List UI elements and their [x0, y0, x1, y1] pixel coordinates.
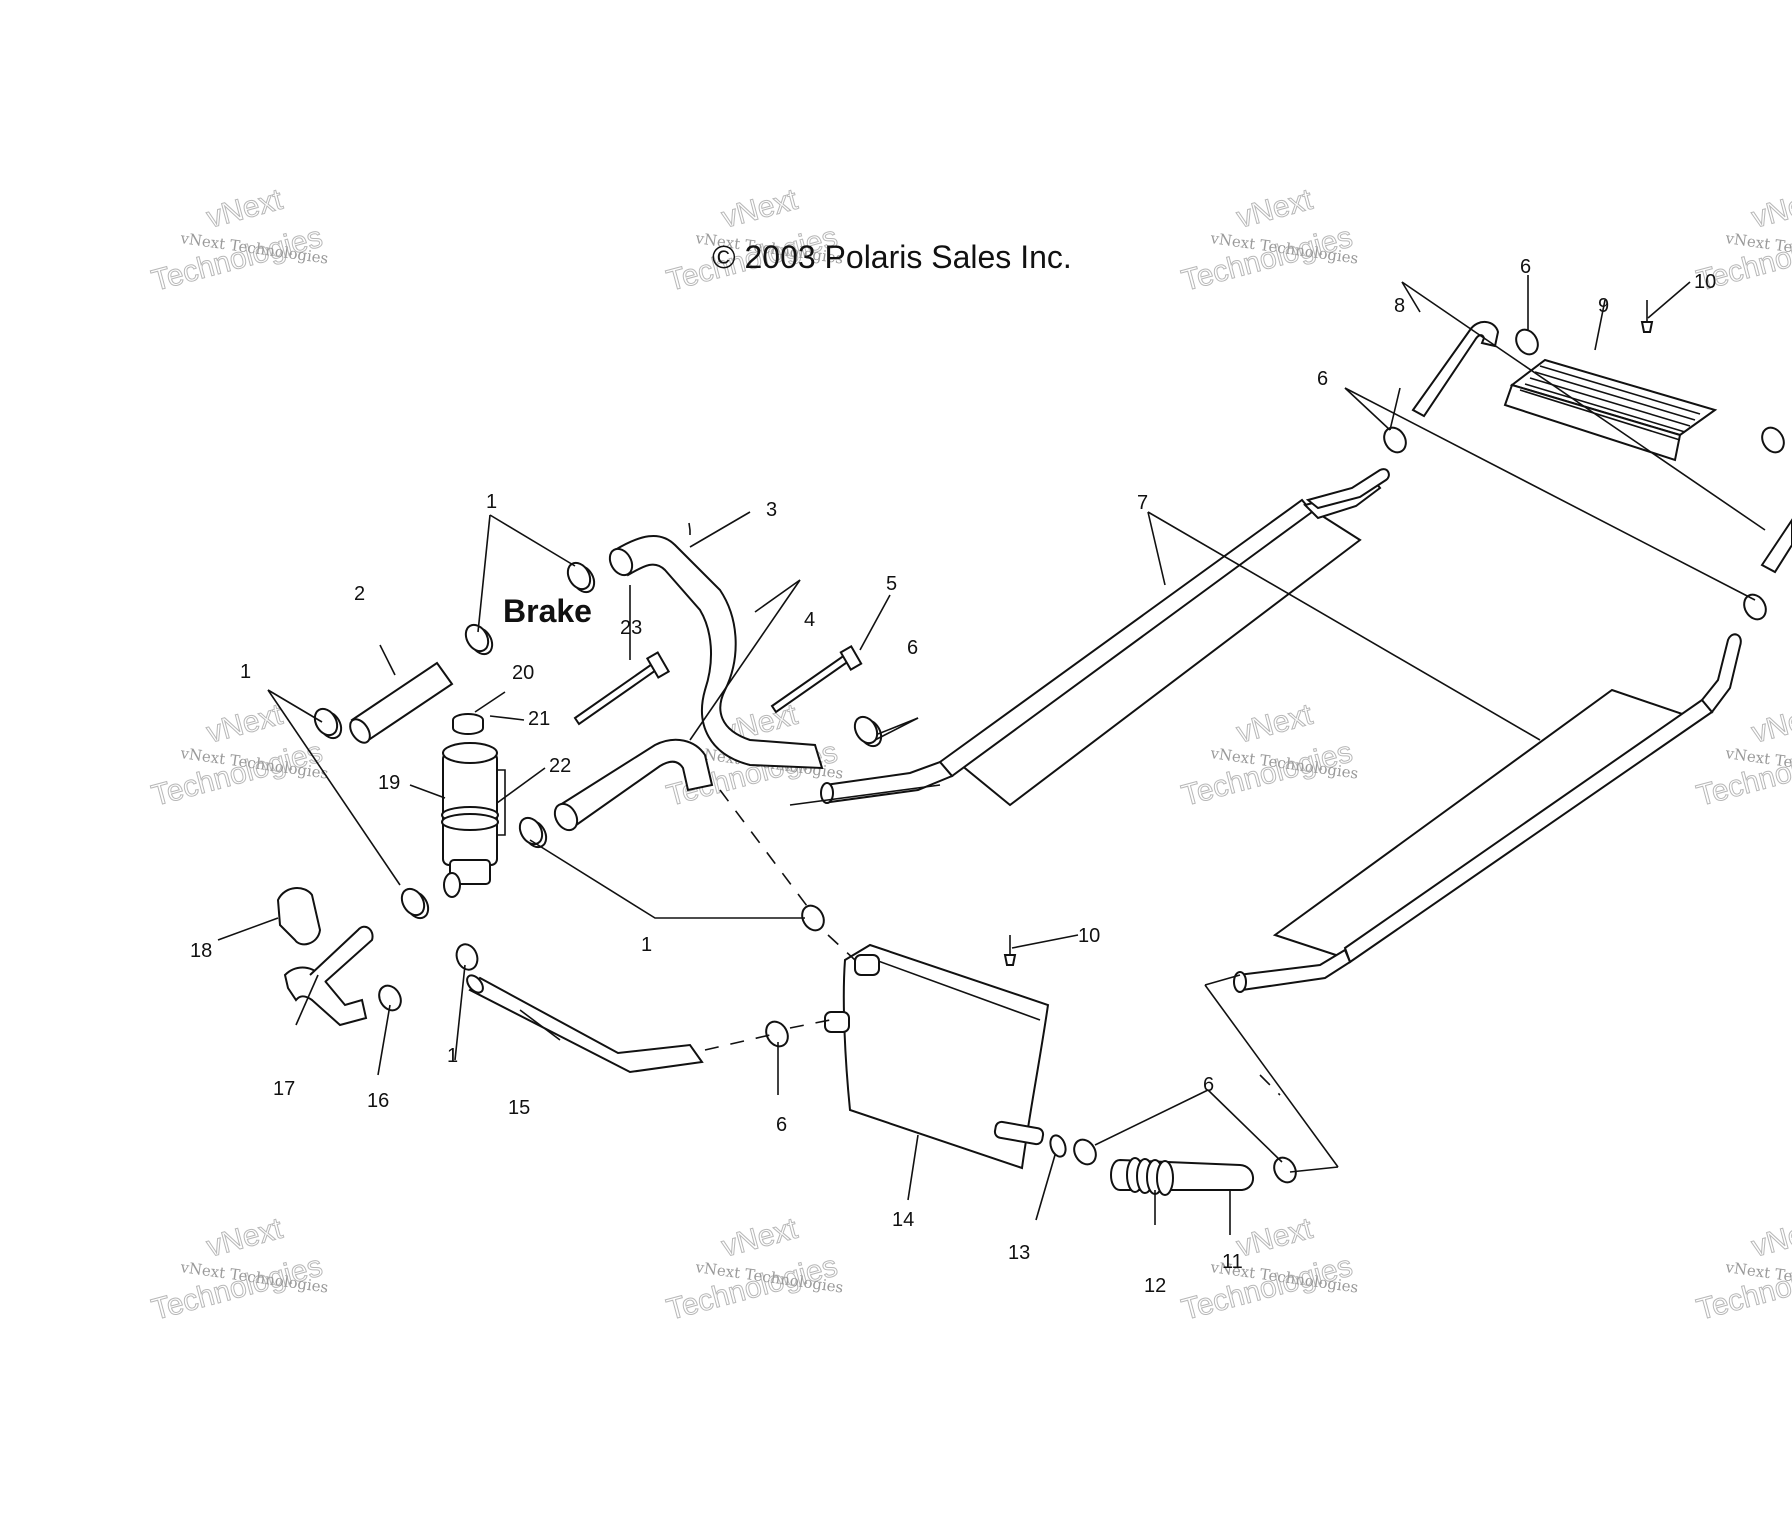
clamp-1d [400, 887, 430, 920]
copyright-title: © 2003 Polaris Sales Inc. [712, 239, 1072, 275]
clamp-1c [566, 561, 596, 594]
watermark-outline-1: vNext [1233, 183, 1316, 235]
clamp-16 [378, 984, 402, 1012]
callout-6-right: 6 [1203, 1074, 1214, 1096]
clamp-1b [464, 623, 494, 656]
callout-7: 7 [1137, 492, 1148, 514]
callout-2: 2 [354, 583, 365, 605]
callout-23: 23 [620, 617, 642, 639]
clamp-1f [455, 943, 479, 971]
watermark-outline-1: vNext [1748, 698, 1792, 750]
heat-exchanger-part-7b [1233, 633, 1742, 993]
cable-tie-part-5 [770, 644, 863, 714]
callout-14: 14 [892, 1209, 914, 1231]
callout-10: 10 [1694, 271, 1716, 293]
watermark-outline-1: vNext [718, 183, 801, 235]
watermark-outline-1: vNext [1748, 183, 1792, 235]
callout-1-bottom: 1 [447, 1045, 458, 1067]
callout-1-left: 1 [240, 661, 251, 683]
callout-21: 21 [528, 708, 550, 730]
clamp-6a [853, 715, 883, 748]
callout-11: 11 [1222, 1251, 1243, 1273]
clamp-1a [313, 707, 343, 740]
callout-19: 19 [378, 772, 400, 794]
brake-label: Brake [503, 593, 592, 629]
callout-5: 5 [886, 573, 897, 595]
hose-part-4 [553, 738, 714, 832]
clamp-6b [765, 1020, 789, 1048]
leader-lines [217, 275, 1766, 1235]
callout-17: 17 [273, 1078, 295, 1100]
hose-part-2 [349, 661, 454, 744]
callout-18: 18 [190, 940, 212, 962]
watermark-outline-1: vNext [203, 1212, 286, 1264]
callout-10-mid: 10 [1078, 925, 1100, 947]
bleeder-screw-part-10b [1640, 300, 1654, 333]
callout-6-top: 6 [1317, 368, 1328, 390]
clamp-13 [1049, 1134, 1067, 1158]
bleeder-screw-part-10a [1003, 935, 1017, 966]
brake-reservoir-part-19 [441, 742, 506, 898]
clip-part-18 [276, 887, 322, 946]
watermark-outline-1: vNext [1233, 698, 1316, 750]
callout-4: 4 [804, 609, 815, 631]
callout-6-bottom: 6 [776, 1114, 787, 1136]
corrugated-sleeve-part-12 [1126, 1157, 1174, 1196]
callout-22: 22 [549, 755, 571, 777]
hose-part-11 [1110, 1157, 1254, 1196]
callout-8: 8 [1394, 295, 1405, 317]
callout-1-mid: 1 [641, 934, 652, 956]
clamp-6g [1743, 593, 1767, 621]
watermark-outline-1: vNext [718, 1212, 801, 1264]
reservoir-cap-part-21 [452, 713, 484, 735]
watermark-outline-1: vNext [203, 183, 286, 235]
clamp-1g [801, 904, 825, 932]
clamp-6f [1515, 328, 1539, 356]
callout-3: 3 [766, 499, 777, 521]
hose-part-8a [1411, 321, 1500, 418]
callout-15: 15 [508, 1097, 530, 1119]
dashed-flow-lines [704, 789, 1281, 1096]
callout-labels: 1 2 3 4 5 6 7 8 9 10 11 12 13 14 15 16 1… [190, 256, 1716, 1297]
watermark-outline-1: vNext [203, 698, 286, 750]
clamp-6d [1273, 1156, 1297, 1184]
clamp-6e [1383, 426, 1407, 454]
hose-part-3 [608, 534, 824, 770]
watermark-outline-1: vNext [1233, 1212, 1316, 1264]
callout-1: 1 [486, 491, 497, 513]
callout-9: 9 [1598, 295, 1609, 317]
heat-exchanger-part-9 [1503, 358, 1718, 462]
callout-13: 13 [1008, 1242, 1030, 1264]
callout-6: 6 [907, 637, 918, 659]
hose-part-8b [1760, 518, 1792, 574]
clamp-6c [1073, 1138, 1097, 1166]
clamp-1e [518, 816, 548, 849]
callout-20: 20 [512, 662, 534, 684]
callout-12: 12 [1144, 1275, 1166, 1297]
heat-exchanger-part-7a [820, 468, 1390, 807]
watermark-outline-1: vNext [1748, 1212, 1792, 1264]
heat-exchanger-part-14 [824, 943, 1050, 1170]
cable-tie-part-23 [573, 651, 671, 726]
clamp-6h [1761, 426, 1785, 454]
callout-16: 16 [367, 1090, 389, 1112]
callout-6-topright: 6 [1520, 256, 1531, 278]
hose-part-15 [466, 974, 704, 1074]
hose-part-17 [283, 925, 374, 1027]
